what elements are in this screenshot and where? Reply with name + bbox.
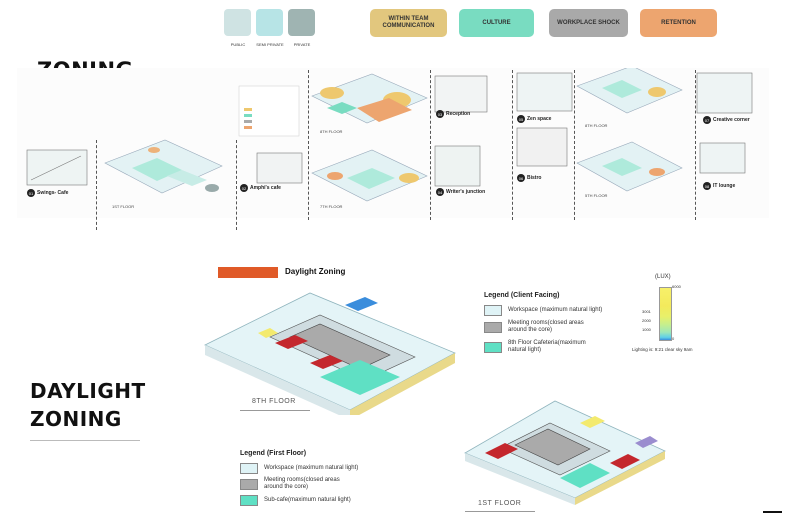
floor-label-1st: 1ST FLOOR xyxy=(112,204,135,209)
space-number-08: 08 xyxy=(703,182,711,190)
private-swatch xyxy=(288,9,315,36)
space-number-06: 06 xyxy=(517,174,525,182)
floor-label-underline xyxy=(240,410,310,411)
divider xyxy=(96,140,97,230)
daylight-title-line2: ZONING xyxy=(30,407,122,431)
lux-tick-0: 0 xyxy=(672,336,675,341)
legend-swatch xyxy=(240,463,258,474)
daylight-plan-1st-floor xyxy=(464,400,666,505)
public-swatch xyxy=(224,9,251,36)
legend-first-title: Legend (First Floor) xyxy=(240,450,307,457)
legend-swatch xyxy=(484,341,502,353)
legend-swatch xyxy=(240,495,258,506)
floor-label-underline xyxy=(465,511,535,512)
space-name-zen-space: Zen space xyxy=(527,116,552,122)
zoning-plan-right-upper xyxy=(576,68,683,114)
semi-private-swatch xyxy=(256,9,283,36)
daylight-accent-bar xyxy=(218,267,278,278)
lux-title: (LUX) xyxy=(655,274,671,280)
page-marker xyxy=(763,511,782,513)
zoning-plan-7th-floor xyxy=(311,149,428,202)
lux-note: Lighting is: 9:21 clear sky 9am xyxy=(632,347,693,352)
zoning-plan-right-lower xyxy=(576,141,683,192)
legend-client-item: 8th Floor Cafeteria(maximum natural ligh… xyxy=(484,340,593,354)
public-label: PUBLIC xyxy=(230,42,246,47)
legend-label: Sub-cafe(maximum natural light) xyxy=(264,497,351,503)
floor-label-7th: 7TH FLOOR xyxy=(320,204,343,209)
legend-label: Meeting rooms(closed areas around the co… xyxy=(508,320,584,333)
space-name-bistro: Bistro xyxy=(527,175,542,181)
legend-first-item: Workspace (maximum natural light) xyxy=(240,463,358,474)
lux-tick-2000: 2000 xyxy=(642,318,651,323)
floor-label-5th-right: 5TH FLOOR xyxy=(585,193,608,198)
daylight-label-1st-floor: 1ST FLOOR xyxy=(478,500,522,507)
private-label: PRIVATE xyxy=(293,42,311,47)
daylight-header: Daylight Zoning xyxy=(285,267,346,276)
zoning-drawings xyxy=(26,68,753,202)
legend-swatch xyxy=(484,321,502,333)
divider xyxy=(236,140,237,230)
zoning-mini-legend xyxy=(238,85,300,137)
space-number-04: 04 xyxy=(436,188,444,196)
legend-client-item: Workspace (maximum natural light) xyxy=(484,305,602,316)
space-number-02: 02 xyxy=(240,184,248,192)
legend-first-item: Sub-cafe(maximum natural light) xyxy=(240,495,351,506)
legend-swatch xyxy=(484,305,502,316)
divider xyxy=(430,70,431,220)
zoning-plan-1st-floor xyxy=(104,139,223,194)
daylight-title-line1: DAYLIGHT xyxy=(30,379,146,403)
semi-private-label: SEMI PRIVATE xyxy=(256,42,284,47)
space-name-it-lounge: IT lounge xyxy=(713,183,736,189)
space-name-amphis-cafe: Amphi's cafe xyxy=(250,185,281,191)
space-number-07: 07 xyxy=(703,116,711,124)
lux-tick-3001: 3001 xyxy=(642,309,651,314)
theme-retention: RETENTION xyxy=(640,9,717,37)
divider xyxy=(695,70,696,220)
lux-color-scale xyxy=(659,287,672,341)
space-name-swings-cafe: Swings- Cafe xyxy=(37,190,69,196)
legend-swatch xyxy=(240,478,258,490)
divider xyxy=(512,70,513,220)
legend-label: Meeting rooms(closed areas around the co… xyxy=(264,477,340,490)
legend-client-title: Legend (Client Facing) xyxy=(484,292,560,299)
space-name-writers-junction: Writer's junction xyxy=(446,189,486,195)
theme-within-team-communication: WITHIN TEAM COMMUNICATION xyxy=(370,9,447,37)
floor-label-8th: 8TH FLOOR xyxy=(320,129,343,134)
divider xyxy=(574,70,575,220)
daylight-label-8th-floor: 8TH FLOOR xyxy=(252,398,296,405)
zoning-plan-8th-floor xyxy=(311,73,428,124)
lux-tick-1000: 1000 xyxy=(642,327,651,332)
lux-tick-6000: 6000 xyxy=(672,284,681,289)
theme-culture: CULTURE xyxy=(459,9,534,37)
title-underline xyxy=(30,440,140,441)
space-name-creative-corner: Creative corner xyxy=(713,117,750,123)
space-number-03: 03 xyxy=(436,110,444,118)
theme-workplace-shock: WORKPLACE SHOCK xyxy=(549,9,628,37)
legend-label: 8th Floor Cafeteria(maximum natural ligh… xyxy=(508,340,586,353)
legend-client-item: Meeting rooms(closed areas around the co… xyxy=(484,320,593,334)
legend-label: Workspace (maximum natural light) xyxy=(508,307,603,313)
space-number-01: 01 xyxy=(27,189,35,197)
space-number-05: 05 xyxy=(517,115,525,123)
floor-label-8th-right: 8TH FLOOR xyxy=(585,123,608,128)
legend-first-item: Meeting rooms(closed areas around the co… xyxy=(240,477,354,491)
legend-label: Workspace (maximum natural light) xyxy=(264,465,359,471)
divider xyxy=(308,70,309,220)
daylight-plan-8th-floor xyxy=(204,292,456,415)
space-name-reception: Reception xyxy=(446,111,471,117)
